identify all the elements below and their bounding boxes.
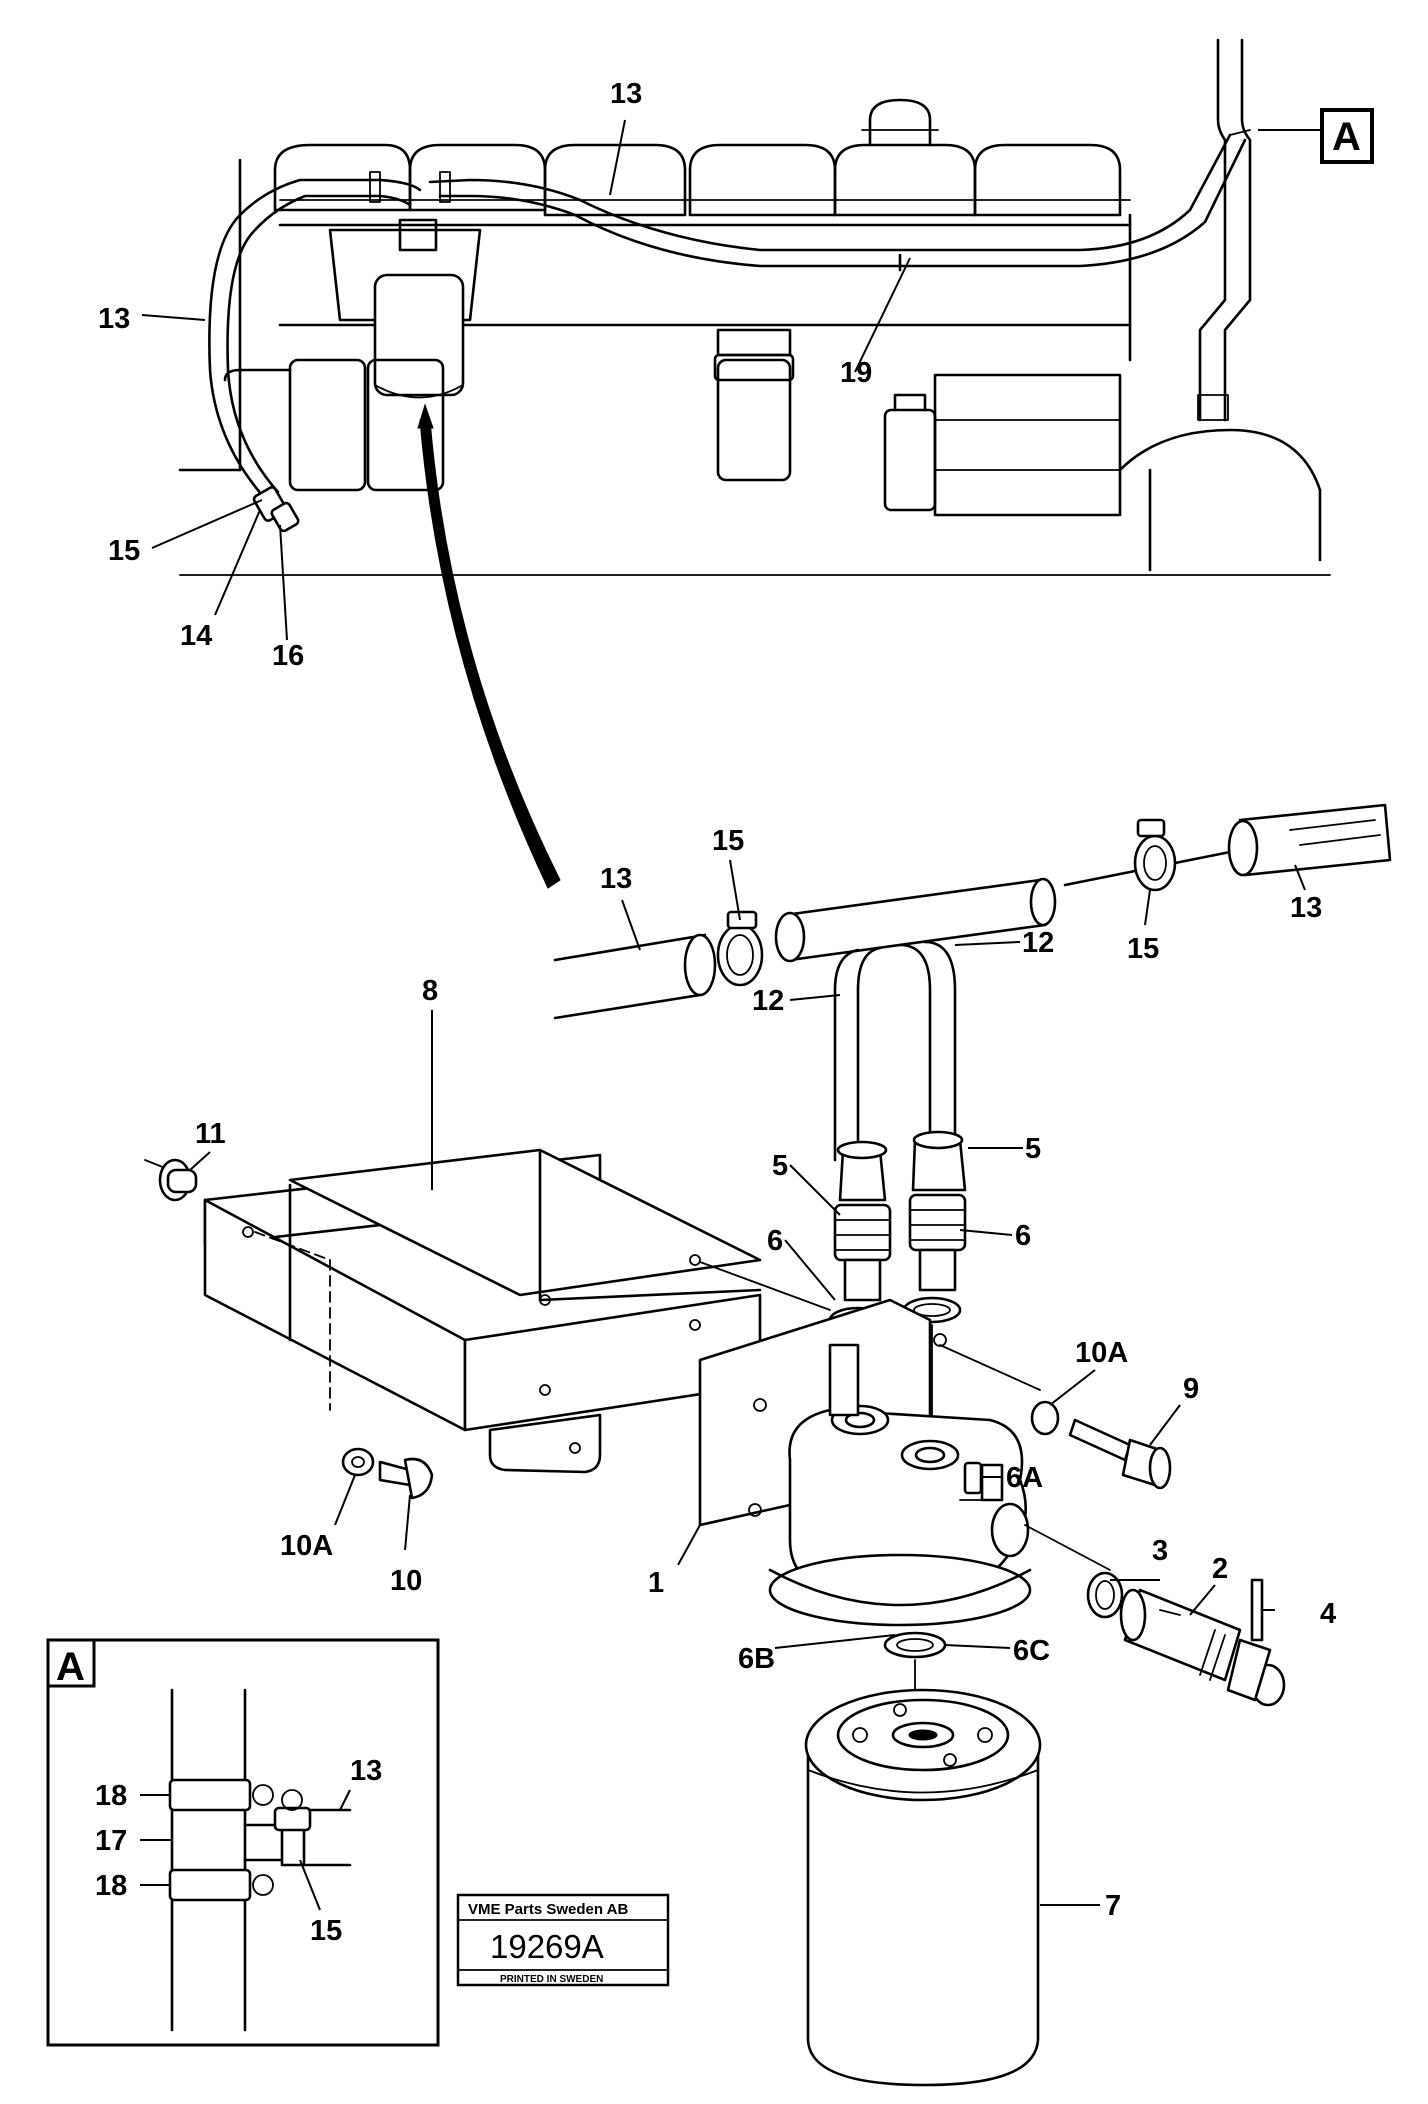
stamp-footer: PRINTED IN SWEDEN	[500, 1974, 603, 1985]
callout-14: 14	[180, 620, 212, 652]
callout-15: 15	[712, 825, 744, 857]
callout-12: 12	[1022, 927, 1054, 959]
bolt-9-right	[1030, 1400, 1172, 1490]
engine-components	[223, 328, 1122, 517]
bolt-10-left	[341, 1447, 434, 1500]
callout-6C: 6C	[1013, 1635, 1050, 1667]
callout-13: 13	[1290, 892, 1322, 924]
hose-13-right	[1063, 803, 1392, 892]
callout-8: 8	[422, 975, 438, 1007]
inset-callout-18: 18	[95, 1870, 127, 1902]
hose-13-engine	[208, 129, 1251, 497]
callout-16: 16	[272, 640, 304, 672]
unions-5	[833, 1193, 967, 1302]
exploded-view	[144, 803, 1392, 2087]
oil-filter-7	[804, 1688, 1042, 2087]
arrow-to-exploded-view	[419, 419, 561, 889]
inset-callout-13: 13	[350, 1755, 382, 1787]
callout-5: 5	[772, 1150, 788, 1182]
ring-3-pin-2-4	[1024, 1524, 1286, 1707]
callout-leaders	[141, 119, 1320, 1906]
callout-2: 2	[1212, 1553, 1228, 1585]
callout-labels: 13 13 15 14 16 19 13 15 15 13 12 12 8 11…	[98, 78, 1336, 1922]
stamp-company: VME Parts Sweden AB	[468, 1901, 628, 1918]
callout-5: 5	[1025, 1133, 1041, 1165]
inset-callout-17: 17	[95, 1825, 127, 1857]
callout-13: 13	[600, 863, 632, 895]
detail-inset: A 18 17 18 13 15	[46, 1638, 440, 2047]
callout-7: 7	[1105, 1890, 1121, 1922]
publisher-stamp: VME Parts Sweden AB 19269A PRINTED IN SW…	[456, 1893, 670, 1987]
callout-6B: 6B	[738, 1643, 775, 1675]
callout-9: 9	[1183, 1373, 1199, 1405]
callout-13: 13	[98, 303, 130, 335]
callout-15: 15	[1127, 933, 1159, 965]
engine-block	[178, 158, 1331, 576]
filter-head-1	[698, 1298, 1041, 1627]
callout-4: 4	[1320, 1598, 1336, 1630]
callout-6: 6	[1015, 1220, 1031, 1252]
callout-1: 1	[648, 1567, 664, 1599]
callout-13: 13	[610, 78, 642, 110]
engine-filter	[328, 218, 482, 399]
callout-15: 15	[108, 535, 140, 567]
detail-tag-letter: A	[1332, 115, 1361, 159]
valve-covers	[273, 98, 1131, 217]
clamp-15-left	[716, 910, 764, 987]
inset-tag-letter: A	[56, 1645, 85, 1689]
callout-12: 12	[752, 985, 784, 1017]
callout-10: 10	[390, 1565, 422, 1597]
screw-6A	[959, 1461, 989, 1501]
arrow-head	[417, 403, 434, 429]
inset-callout-18: 18	[95, 1780, 127, 1812]
bracket-8	[203, 1148, 831, 1474]
hose-13-left	[553, 933, 717, 1020]
vertical-pipe	[1197, 38, 1252, 422]
tube-12	[774, 877, 1057, 1202]
stamp-code: 19269A	[490, 1928, 604, 1965]
callout-11: 11	[195, 1118, 226, 1150]
callout-3: 3	[1152, 1535, 1168, 1567]
sleeve-11	[144, 1158, 198, 1202]
detail-reference-tag: A	[1320, 108, 1374, 164]
callout-10A: 10A	[1075, 1337, 1128, 1369]
callout-19: 19	[840, 357, 872, 389]
inset-callout-15: 15	[310, 1915, 342, 1947]
engine-overview	[178, 38, 1331, 889]
callout-6: 6	[767, 1225, 783, 1257]
fitting-14-15-16	[252, 486, 300, 533]
callout-6A: 6A	[1006, 1462, 1043, 1494]
callout-10A: 10A	[280, 1530, 333, 1562]
